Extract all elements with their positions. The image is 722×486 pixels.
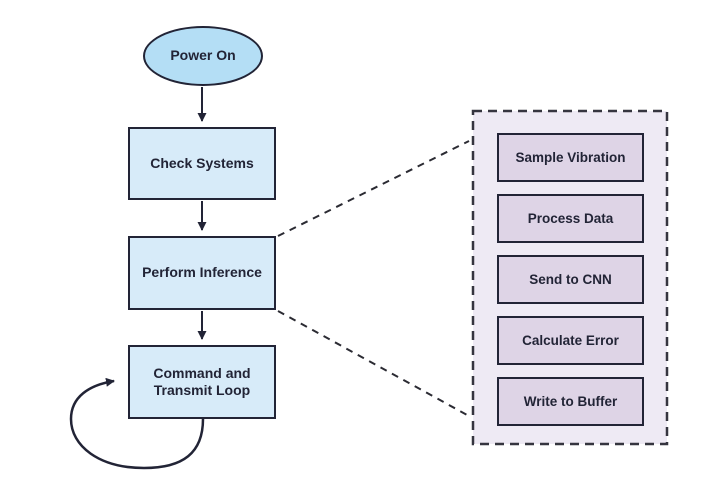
node-label: Check Systems [150,154,254,171]
subprocess-item-label: Calculate Error [522,333,619,348]
node-perform-inference: Perform Inference [128,236,276,310]
node-label: Command and Transmit Loop [153,364,251,399]
dashed-connector-top [277,140,470,237]
subprocess-item-process-data: Process Data [497,194,644,243]
node-power-on: Power On [143,26,263,86]
subprocess-item-label: Send to CNN [529,272,612,287]
subprocess-item-sample-vibration: Sample Vibration [497,133,644,182]
subprocess-item-label: Process Data [527,211,614,226]
subprocess-item-write-to-buffer: Write to Buffer [497,377,644,426]
node-label: Power On [170,47,236,64]
subprocess-item-calculate-error: Calculate Error [497,316,644,365]
node-command-transmit-loop: Command and Transmit Loop [128,345,276,419]
node-label: Perform Inference [142,264,262,281]
node-check-systems: Check Systems [128,127,276,200]
subprocess-item-send-to-cnn: Send to CNN [497,255,644,304]
subprocess-item-label: Write to Buffer [523,394,618,409]
self-loop-arrow [69,377,205,470]
subprocess-item-label: Sample Vibration [515,150,626,165]
dashed-connector-bottom [277,310,470,417]
